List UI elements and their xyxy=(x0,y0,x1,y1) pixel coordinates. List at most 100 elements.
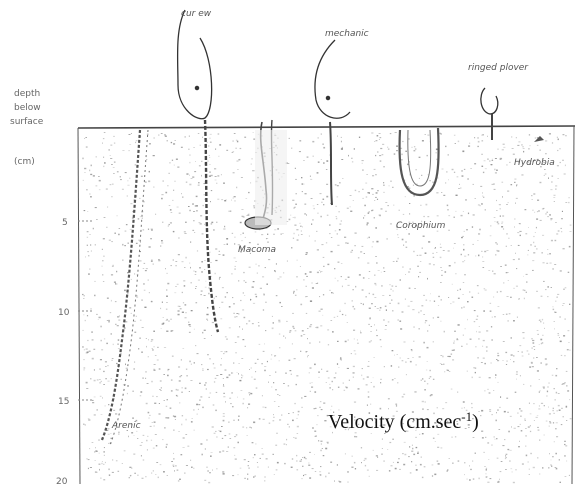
sediment-grain xyxy=(525,420,527,421)
sediment-grain xyxy=(113,136,115,137)
sediment-grain xyxy=(153,369,155,370)
sediment-grain xyxy=(517,232,519,233)
sediment-grain xyxy=(289,219,291,221)
sediment-grain xyxy=(480,415,481,416)
sediment-grain xyxy=(558,405,560,406)
sediment-grain xyxy=(335,372,337,373)
sediment-grain xyxy=(561,218,563,219)
sediment-grain xyxy=(156,396,157,397)
sediment-grain xyxy=(180,308,182,309)
sediment-grain xyxy=(202,137,203,138)
sediment-grain xyxy=(143,283,144,284)
sediment-grain xyxy=(200,223,202,225)
sediment-grain xyxy=(374,217,375,218)
sediment-grain xyxy=(549,421,550,422)
sediment-grain xyxy=(138,218,140,219)
sediment-grain xyxy=(534,212,535,213)
sediment-grain xyxy=(183,447,185,448)
sediment-grain xyxy=(516,184,517,185)
sediment-grain xyxy=(246,324,248,325)
sediment-grain xyxy=(154,421,156,423)
sediment-grain xyxy=(315,241,316,242)
sediment-grain xyxy=(233,198,234,199)
sediment-grain xyxy=(445,146,446,147)
sediment-grain xyxy=(216,296,218,297)
sediment-grain xyxy=(103,384,105,385)
sediment-grain xyxy=(457,391,458,393)
sediment-grain xyxy=(144,263,146,264)
sediment-grain xyxy=(566,371,568,372)
sediment-grain xyxy=(202,233,204,234)
sediment-grain xyxy=(355,190,357,191)
sediment-grain xyxy=(463,211,464,212)
sediment-grain xyxy=(126,368,128,369)
sediment-grain xyxy=(265,267,266,268)
sediment-grain xyxy=(557,150,558,151)
sediment-grain xyxy=(337,136,338,137)
sediment-grain xyxy=(348,155,349,157)
sediment-grain xyxy=(559,317,560,318)
sediment-grain xyxy=(492,159,493,160)
sediment-grain xyxy=(555,375,557,377)
sediment-grain xyxy=(516,268,517,269)
sediment-grain xyxy=(527,350,529,351)
sediment-grain xyxy=(246,427,247,428)
sediment-grain xyxy=(91,250,92,252)
sediment-grain xyxy=(320,441,322,442)
sediment-grain xyxy=(490,225,491,226)
sediment-grain xyxy=(337,245,339,246)
sediment-grain xyxy=(162,222,163,223)
sediment-grain xyxy=(112,184,114,185)
sediment-grain xyxy=(454,262,455,264)
sediment-grain xyxy=(103,281,104,282)
sediment-grain xyxy=(339,367,340,368)
sediment-grain xyxy=(415,437,417,438)
sediment-grain xyxy=(486,346,488,347)
sediment-grain xyxy=(168,370,169,371)
sediment-grain xyxy=(271,355,272,356)
sediment-grain xyxy=(540,321,541,323)
sediment-grain xyxy=(397,383,398,384)
sediment-grain xyxy=(354,401,356,402)
sediment-grain xyxy=(210,142,212,143)
sediment-grain xyxy=(89,170,90,172)
sediment-grain xyxy=(151,473,152,474)
sediment-grain xyxy=(143,378,144,379)
sediment-grain xyxy=(167,185,168,186)
sediment-grain xyxy=(558,335,560,336)
sediment-grain xyxy=(364,460,366,461)
sediment-grain xyxy=(122,189,124,190)
sediment-grain xyxy=(235,459,237,460)
sediment-grain xyxy=(321,159,322,160)
sediment-grain xyxy=(447,209,449,210)
sediment-grain xyxy=(140,260,141,261)
sediment-grain xyxy=(321,244,323,245)
sediment-grain xyxy=(557,294,559,295)
sediment-grain xyxy=(528,250,529,251)
sediment-grain xyxy=(96,472,98,473)
sediment-grain xyxy=(236,187,237,189)
sediment-grain xyxy=(473,437,475,438)
sediment-grain xyxy=(354,462,356,464)
sediment-grain xyxy=(479,326,480,327)
sediment-grain xyxy=(234,243,235,245)
sediment-grain xyxy=(497,409,499,411)
sediment-grain xyxy=(161,195,163,196)
sediment-grain xyxy=(253,422,255,424)
sediment-grain xyxy=(570,231,572,232)
sediment-grain xyxy=(208,482,210,483)
sediment-grain xyxy=(562,211,563,212)
sediment-grain xyxy=(440,244,441,245)
sediment-grain xyxy=(268,259,270,260)
sediment-grain xyxy=(159,389,161,390)
sediment-grain xyxy=(220,364,221,365)
sediment-grain xyxy=(323,147,325,149)
sediment-grain xyxy=(269,375,270,376)
sediment-grain xyxy=(314,408,316,409)
sediment-grain xyxy=(480,205,481,206)
sediment-grain xyxy=(458,298,460,299)
sediment-grain xyxy=(337,197,339,198)
sediment-grain xyxy=(218,134,220,135)
sediment-grain xyxy=(312,382,313,383)
sediment-grain xyxy=(202,407,203,409)
